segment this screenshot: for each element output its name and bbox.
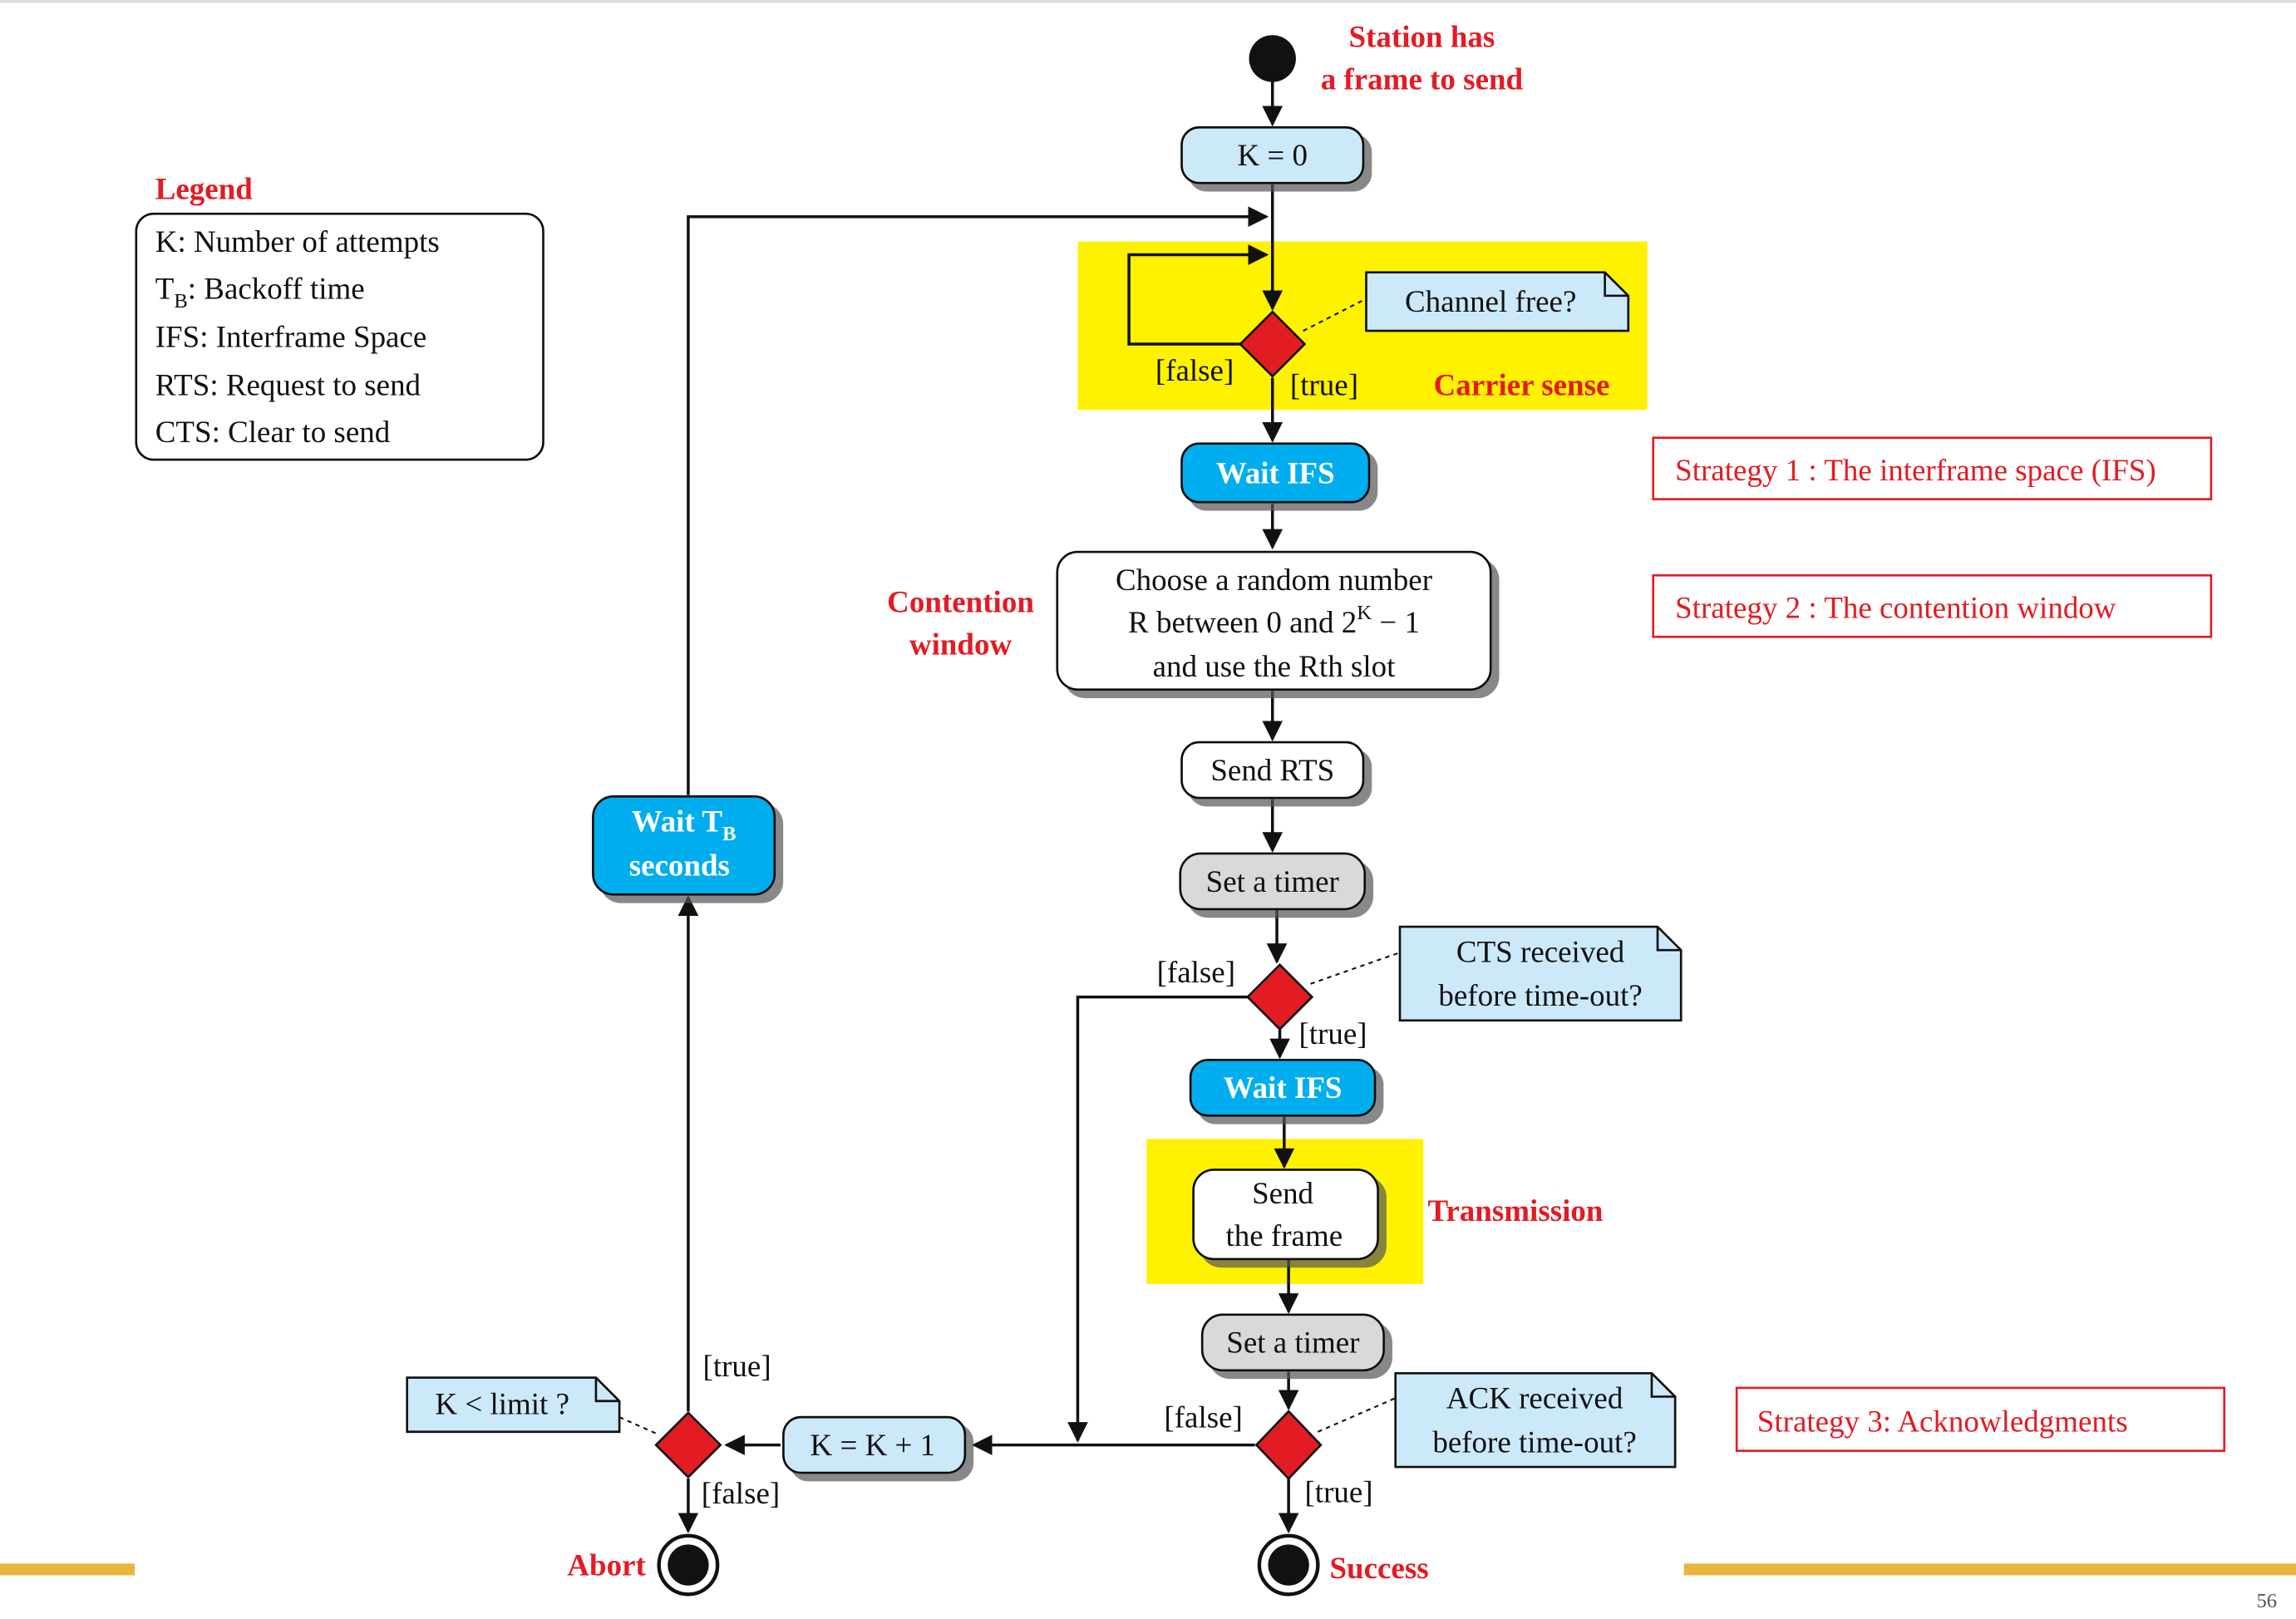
dash-cts-note <box>1310 952 1399 985</box>
set-timer-node-2: Set a timer <box>1200 1313 1385 1372</box>
send-rts-node: Send RTS <box>1180 741 1365 800</box>
ack-decision-diamond <box>1254 1410 1323 1481</box>
send-frame-line2: the frame <box>1225 1219 1343 1253</box>
set-timer-label-2: Set a timer <box>1226 1326 1359 1361</box>
contention-label-line1: Contention <box>887 585 1034 619</box>
carrier-sense-label: Carrier sense <box>1434 369 1610 403</box>
transmission-label: Transmission <box>1427 1194 1603 1228</box>
ack-note-line2: before time-out? <box>1432 1425 1636 1459</box>
strategy-2-text: Strategy 2 : The contention window <box>1675 591 2116 625</box>
limit-decision-diamond <box>654 1410 722 1479</box>
wait-tb-node: Wait TB seconds <box>592 795 776 896</box>
start-node <box>1249 35 1296 82</box>
send-frame-line1: Send <box>1252 1177 1313 1211</box>
set-timer-node-1: Set a timer <box>1179 852 1367 911</box>
send-rts-label: Send RTS <box>1210 754 1334 788</box>
ack-true-label: [true] <box>1304 1475 1372 1509</box>
legend-item-tb: TB: Backoff time <box>155 272 365 312</box>
choose-line2: R between 0 and 2K − 1 <box>1128 602 1420 640</box>
wait-ifs-node-1: Wait IFS <box>1180 442 1371 504</box>
ack-note: ACK received before time-out? <box>1394 1371 1677 1469</box>
choose-line1: Choose a random number <box>1116 563 1432 598</box>
send-frame-node: Send the frame <box>1192 1169 1379 1261</box>
limit-note-text: K < limit ? <box>435 1388 569 1422</box>
k-increment-label: K = K + 1 <box>810 1429 936 1463</box>
contention-label-line2: window <box>909 627 1013 662</box>
ack-false-label: [false] <box>1164 1400 1242 1434</box>
dash-channel-note <box>1303 296 1370 332</box>
k-increment-node: K = K + 1 <box>782 1415 967 1474</box>
wait-tb-line2: seconds <box>629 849 730 883</box>
abort-end-inner <box>668 1544 709 1586</box>
limit-note: K < limit ? <box>406 1376 621 1434</box>
wait-ifs-label-1: Wait IFS <box>1216 456 1335 490</box>
channel-free-text: Channel free? <box>1405 285 1576 319</box>
k-zero-node: K = 0 <box>1180 125 1365 185</box>
page-number: 56 <box>2256 1590 2277 1612</box>
start-label-line1: Station has <box>1349 20 1495 54</box>
cts-decision-diamond <box>1245 962 1314 1031</box>
strategy-3-text: Strategy 3: Acknowledgments <box>1757 1405 2128 1439</box>
choose-line3: and use the Rth slot <box>1153 650 1396 684</box>
cts-note: CTS received before time-out? <box>1398 925 1683 1022</box>
carrier-true-label: [true] <box>1290 369 1358 403</box>
legend-item-k: K: Number of attempts <box>155 225 440 259</box>
legend-item-rts: RTS: Request to send <box>155 369 421 403</box>
arrow-backoff-return <box>687 206 1269 795</box>
carrier-false-label: [false] <box>1155 354 1234 388</box>
dash-ack-note <box>1317 1397 1397 1433</box>
success-end-inner <box>1268 1544 1309 1586</box>
strategy-box-3: Strategy 3: Acknowledgments <box>1735 1386 2226 1452</box>
strategy-box-1: Strategy 1 : The interframe space (IFS) <box>1652 436 2213 500</box>
start-label-line2: a frame to send <box>1321 62 1524 96</box>
legend-title: Legend <box>155 173 254 207</box>
wait-ifs-label-2: Wait IFS <box>1224 1071 1343 1105</box>
wait-ifs-node-2: Wait IFS <box>1189 1059 1377 1117</box>
abort-label: Abort <box>567 1548 646 1582</box>
strategy-box-2: Strategy 2 : The contention window <box>1652 573 2213 638</box>
dash-limit-note <box>618 1416 660 1436</box>
channel-free-note: Channel free? <box>1365 271 1630 332</box>
limit-true-label: [true] <box>703 1350 771 1384</box>
cts-note-line1: CTS received <box>1456 935 1625 969</box>
strategy-1-text: Strategy 1 : The interframe space (IFS) <box>1675 454 2156 488</box>
arrow-carrier-false-loop <box>1127 244 1269 346</box>
success-label: Success <box>1329 1552 1428 1586</box>
cts-false-label: [false] <box>1157 956 1235 990</box>
legend-item-cts: CTS: Clear to send <box>155 416 391 450</box>
bottom-rule-right <box>1683 1563 2296 1576</box>
channel-decision-diamond <box>1239 310 1307 378</box>
arrow-cts-false <box>1067 995 1248 1443</box>
wait-tb-line1: Wait TB <box>632 805 737 846</box>
cts-true-label: [true] <box>1298 1017 1367 1051</box>
limit-false-label: [false] <box>702 1477 780 1511</box>
legend-box <box>135 212 544 461</box>
legend-item-ifs: IFS: Interframe Space <box>155 320 427 354</box>
choose-random-node: Choose a random number R between 0 and 2… <box>1056 550 1492 691</box>
ack-note-line1: ACK received <box>1446 1382 1623 1416</box>
cts-note-line2: before time-out? <box>1438 979 1642 1013</box>
k-zero-label: K = 0 <box>1237 139 1308 173</box>
connectors <box>618 80 1399 1533</box>
bottom-rule-left <box>0 1563 135 1576</box>
set-timer-label-1: Set a timer <box>1206 865 1339 899</box>
